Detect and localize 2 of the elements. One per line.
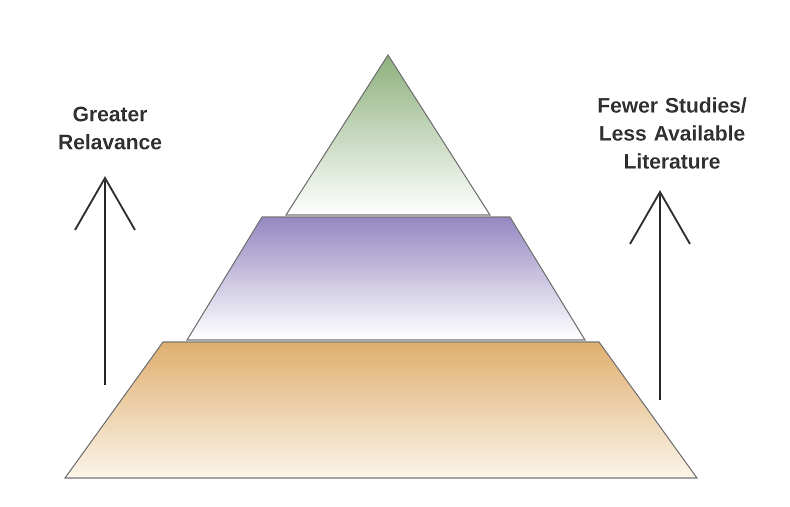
- direction-label: Fewer Studies/ Less Available Literature: [598, 97, 746, 169]
- direction-label: Greater Relavance: [59, 106, 162, 150]
